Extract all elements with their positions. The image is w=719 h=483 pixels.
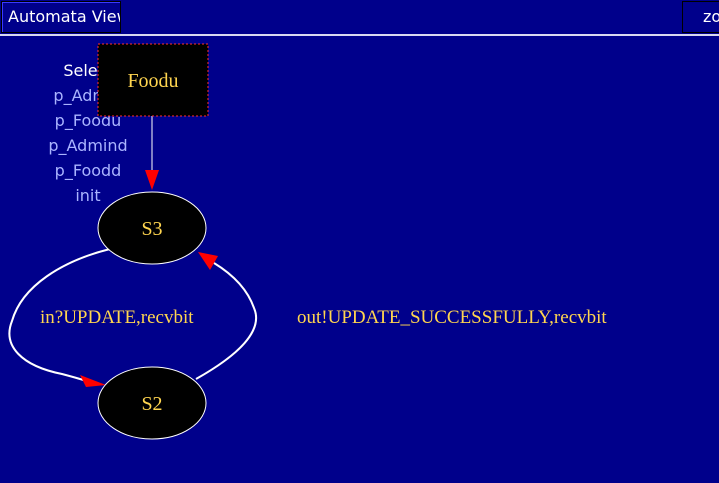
arrowhead-s3-to-s2 (80, 375, 106, 387)
title-bar-divider (0, 34, 719, 36)
title-bar: Automata View zo (0, 0, 719, 36)
automaton-graph: Foodu S3 S2 in?UPDATE,recvbit out!UPDATE… (8, 43, 607, 440)
arrowhead-box-to-s3 (145, 170, 159, 190)
process-box[interactable] (97, 43, 209, 117)
automaton-canvas[interactable]: Select p_Admin p_Foodu p_Admind p_Foodd … (2, 36, 719, 483)
edge-s2-to-s3 (195, 262, 257, 380)
state-label-s2: S2 (141, 393, 162, 415)
process-box-label: Foodu (127, 70, 178, 92)
select-item-p-admind[interactable]: p_Admind (48, 136, 128, 155)
edge-s3-to-s2 (8, 248, 111, 382)
select-item-init[interactable]: init (75, 186, 101, 205)
state-node-s3[interactable] (97, 191, 207, 265)
automata-view-tab[interactable]: Automata View (1, 1, 121, 33)
transition-label-s3-to-s2: in?UPDATE,recvbit (40, 307, 194, 328)
arrowhead-s2-to-s3 (198, 252, 218, 270)
state-label-s3: S3 (141, 218, 162, 240)
transition-label-s2-to-s3: out!UPDATE_SUCCESSFULLY,recvbit (297, 307, 607, 328)
select-item-p-foodd[interactable]: p_Foodd (54, 161, 122, 180)
state-node-s2[interactable] (97, 366, 207, 440)
zoom-tab[interactable]: zo (682, 1, 719, 33)
